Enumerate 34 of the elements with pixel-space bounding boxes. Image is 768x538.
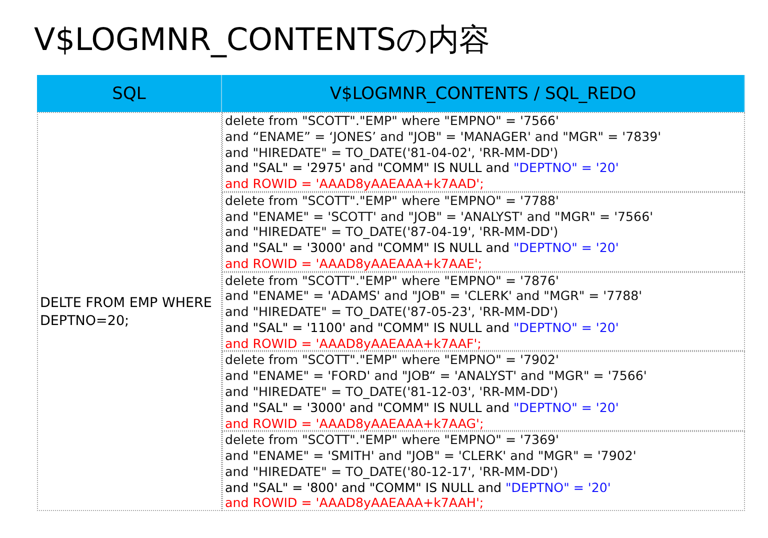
column-header: SQL: [37, 75, 222, 112]
code-line: delete from "SCOTT"."EMP" where "EMPNO" = '7566': [225, 113, 559, 129]
code-line: delete from "SCOTT"."EMP" where "EMPNO" = '7876': [225, 272, 559, 288]
code-text: and "SAL" = '3000' and "COMM" IS NULL and: [225, 240, 510, 256]
highlighted-code-line: and ROWID = 'AAAD8yAAEAAA+k7AAD';: [225, 176, 484, 192]
code-line: and "HIREDATE" = TO_DATE('87-05-23', 'RR-MM-DD'): [225, 304, 558, 320]
code-line: and "HIREDATE" = TO_DATE('81-12-03', 'RR-MM-DD'): [225, 384, 558, 400]
code-line: and “ENAME” = ‘JONES’ and "JOB" = 'MANAGER' and "MGR" = '7839': [225, 128, 662, 145]
code-line: and "ENAME" = 'ADAMS' and "JOB" = 'CLERK' and "MGR" = '7788': [225, 288, 642, 304]
code-text: and "SAL" = '3000' and "COMM" IS NULL and: [225, 400, 510, 415]
highlighted-code-line: and ROWID = 'AAAD8yAAEAAA+k7AAG';: [225, 416, 484, 432]
sql-statement-cell: DELTE FROM EMP WHERE DEPTNO=20;: [37, 112, 222, 511]
code-line: and "ENAME" = 'SCOTT' and "JOB" = 'ANALYST' and "MGR" = '7566': [225, 208, 654, 224]
code-text: and "SAL" = '2975' and "COMM" IS NULL and: [225, 160, 510, 176]
highlighted-code-line: and ROWID = 'AAAD8yAAEAAA+k7AAF';: [225, 336, 482, 352]
code-line: and "ENAME" = 'FORD' and "JOB“ = 'ANALYST' and "MGR" = '7566': [225, 368, 647, 384]
highlighted-code: "DEPTNO" = '20': [506, 480, 611, 495]
code-line: delete from "SCOTT"."EMP" where "EMPNO" = '7369': [225, 432, 559, 448]
code-line: and "HIREDATE" = TO_DATE('80-12-17', 'RR-MM-DD'): [225, 464, 558, 480]
code-line: and "ENAME" = 'SMITH' and "JOB" = 'CLERK' and "MGR" = '7902': [225, 448, 636, 464]
highlighted-code-line: and ROWID = 'AAAD8yAAEAAA+k7AAH';: [225, 495, 484, 512]
highlighted-code: "DEPTNO" = '20': [514, 320, 619, 335]
code-line: delete from "SCOTT"."EMP" where "EMPNO" = '7788': [225, 192, 559, 209]
highlighted-code: "DEPTNO" = '20': [514, 400, 619, 415]
code-text: and "SAL" = '1100' and "COMM" IS NULL and: [225, 320, 510, 335]
title-text: V$LOGMNR_CONTENTSの内容: [34, 22, 490, 60]
code-line: delete from "SCOTT"."EMP" where "EMPNO" = '7902': [225, 352, 559, 368]
column-header: V$LOGMNR_CONTENTS / SQL_REDO: [222, 75, 745, 112]
code-line: and "HIREDATE" = TO_DATE('81-04-02', 'RR-MM-DD'): [225, 144, 558, 160]
code-text: and "SAL" = '800' and "COMM" IS NULL and: [225, 480, 502, 495]
highlighted-code: "DEPTNO" = '20': [514, 240, 619, 256]
code-line: and "HIREDATE" = TO_DATE('87-04-19', 'RR-MM-DD'): [225, 224, 558, 240]
highlighted-code: "DEPTNO" = '20': [514, 160, 619, 176]
highlighted-code-line: and ROWID = 'AAAD8yAAEAAA+k7AAE';: [225, 256, 482, 272]
